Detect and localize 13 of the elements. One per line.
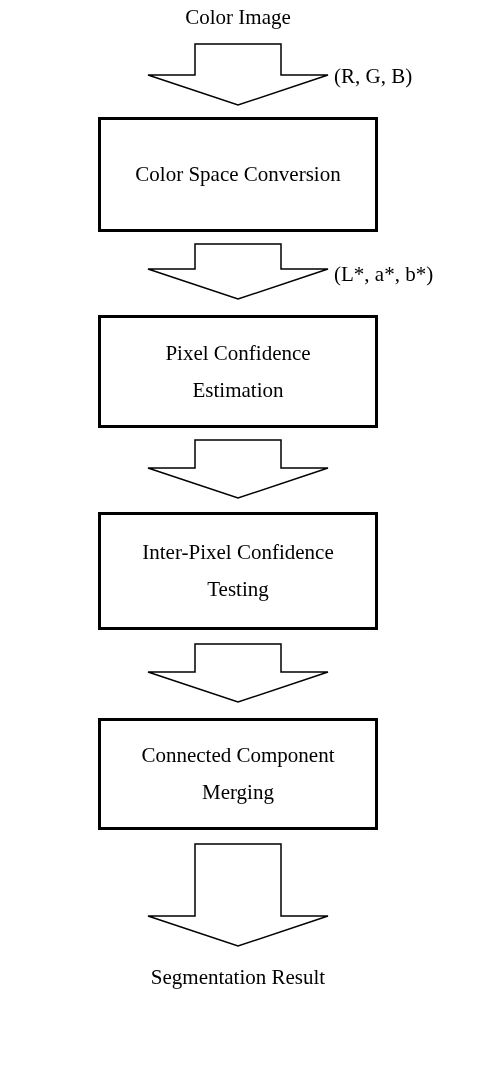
process-box: Color Space Conversion [98, 117, 378, 232]
block-arrow [147, 243, 329, 300]
process-box: Pixel Confidence Estimation [98, 315, 378, 428]
flow-text: Color Image [118, 0, 358, 34]
block-arrow [147, 643, 329, 703]
edge-label: (R, G, B) [334, 63, 413, 90]
process-box: Inter-Pixel Confidence Testing [98, 512, 378, 630]
edge-label: (L*, a*, b*) [334, 261, 434, 288]
flow-text: Segmentation Result [98, 960, 378, 994]
block-arrow [147, 439, 329, 499]
block-arrow [147, 43, 329, 106]
block-arrow [147, 843, 329, 947]
process-box: Connected Component Merging [98, 718, 378, 830]
